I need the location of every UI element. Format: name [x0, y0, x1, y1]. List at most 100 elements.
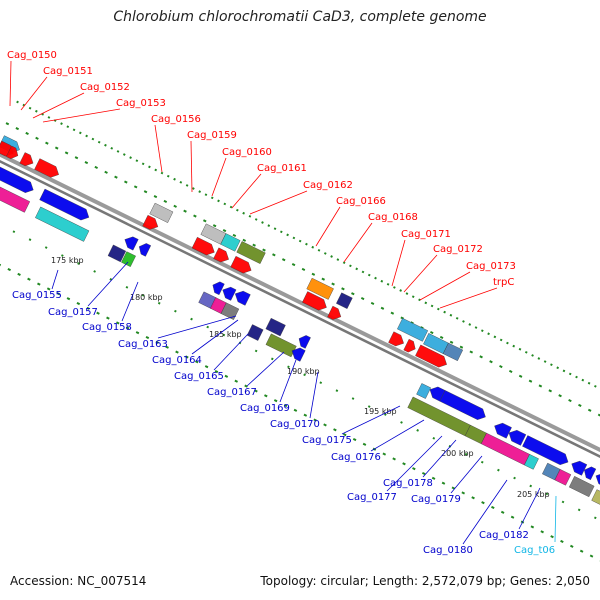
tick-mark — [155, 340, 160, 344]
leader-line — [518, 487, 541, 530]
tick-mark — [579, 549, 584, 553]
gene-feature — [439, 390, 486, 420]
tick-mark — [380, 279, 384, 283]
tick-mark — [360, 297, 365, 301]
backbone-line — [0, 152, 600, 453]
tick-mark — [125, 285, 129, 289]
gene-label-reverse: Cag_0170 — [270, 419, 320, 430]
tick-mark — [430, 331, 434, 335]
leader-line — [419, 271, 471, 301]
tick-mark — [0, 263, 2, 267]
gene-feature — [19, 152, 34, 167]
tick-mark — [236, 208, 239, 212]
tick-mark — [341, 287, 345, 291]
tick-mark — [513, 476, 516, 480]
tick-mark — [25, 131, 29, 136]
gene-feature — [34, 158, 59, 178]
tick-mark — [370, 301, 375, 305]
gene-feature — [39, 188, 90, 221]
tick-mark — [333, 428, 337, 432]
gene-label-forward: Cag_0153 — [116, 98, 166, 109]
tick-mark — [17, 272, 21, 276]
gene-label-reverse: Cag_0165 — [174, 371, 224, 382]
tick-mark — [5, 122, 10, 126]
backbone-line — [0, 159, 600, 458]
tick-mark — [79, 131, 82, 135]
tick-mark — [402, 462, 406, 466]
gene-label-forward: trpC — [493, 277, 514, 288]
tick-mark — [264, 394, 268, 398]
tick-mark — [28, 238, 32, 241]
gene-feature — [291, 347, 306, 362]
tick-mark — [545, 492, 549, 496]
tick-mark — [204, 365, 209, 369]
tick-mark — [594, 384, 597, 388]
tick-mark — [141, 162, 145, 166]
tick-mark — [330, 255, 333, 258]
tick-mark — [194, 360, 199, 364]
tick-mark — [35, 109, 38, 113]
tick-mark — [301, 267, 306, 271]
tick-mark — [578, 403, 582, 407]
tick-mark — [244, 384, 248, 388]
leader-line — [246, 351, 285, 387]
tick-mark — [469, 350, 474, 354]
gene-label-reverse: Cag_0164 — [152, 355, 202, 366]
leader-line — [211, 157, 227, 197]
leader-line — [439, 287, 498, 309]
gene-feature — [142, 214, 159, 230]
tick-mark — [37, 282, 41, 286]
tick-mark — [72, 128, 76, 132]
tick-mark — [125, 326, 130, 330]
tick-mark — [135, 159, 139, 163]
tick-mark — [160, 171, 164, 175]
tick-mark — [462, 320, 465, 323]
tick-mark — [173, 177, 176, 181]
tick-mark — [568, 372, 572, 376]
tick-mark — [94, 165, 99, 170]
tick-mark — [589, 554, 594, 558]
tick-mark — [84, 161, 89, 165]
tick-mark — [60, 254, 64, 257]
tick-mark — [538, 384, 543, 388]
tick-mark — [432, 436, 436, 440]
tick-mark — [499, 338, 503, 342]
gene-feature — [327, 305, 342, 320]
gene-feature — [397, 317, 429, 342]
tick-mark — [283, 403, 288, 408]
leader-line — [32, 92, 85, 119]
scale-label: 200 kbp — [441, 449, 474, 458]
tick-mark — [311, 245, 315, 249]
tick-mark — [424, 301, 428, 305]
gene-feature — [584, 466, 597, 481]
tick-mark — [518, 374, 523, 378]
tick-mark — [518, 347, 522, 351]
tick-mark — [512, 344, 516, 348]
tick-mark — [154, 168, 158, 172]
tick-mark — [129, 156, 132, 159]
tick-mark — [560, 539, 564, 544]
gene-feature — [6, 145, 19, 160]
gene-feature — [222, 286, 237, 301]
tick-mark — [153, 195, 158, 199]
gene-feature — [508, 429, 527, 446]
tick-mark — [110, 147, 114, 150]
tick-mark — [468, 323, 472, 326]
tick-mark — [479, 355, 483, 359]
tick-mark — [106, 316, 110, 320]
map-title: Chlorobium chlorochromatii CaD3, complet… — [113, 9, 487, 25]
tick-mark — [481, 501, 485, 505]
gene-feature — [35, 206, 90, 242]
tick-mark — [7, 267, 11, 272]
leader-line — [462, 479, 508, 545]
tick-mark — [384, 413, 387, 416]
tick-mark — [222, 333, 226, 337]
tick-mark — [508, 369, 513, 373]
leader-line — [450, 455, 483, 494]
tick-mark — [145, 335, 150, 340]
gene-label-forward: Cag_0151 — [43, 66, 93, 77]
tick-mark — [163, 199, 168, 204]
tick-mark — [577, 508, 581, 512]
tick-mark — [74, 156, 79, 160]
